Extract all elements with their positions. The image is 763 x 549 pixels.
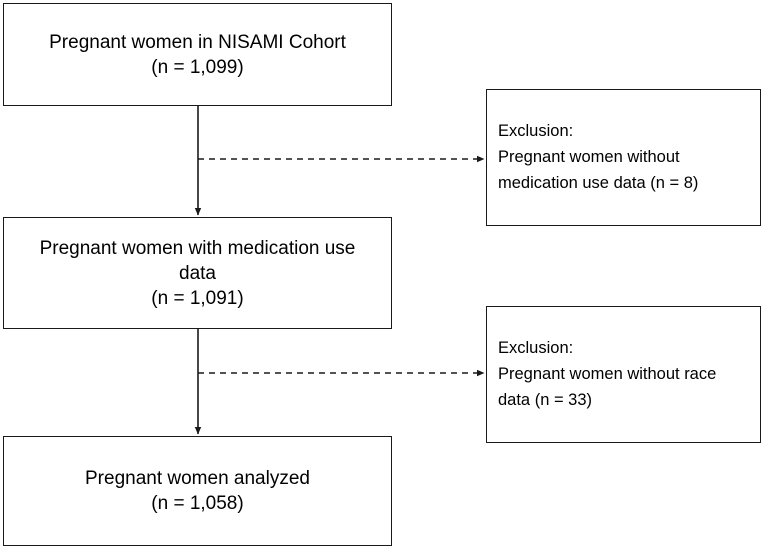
exclusion-box-1: Exclusion: Pregnant women without medica… (486, 89, 761, 226)
exclusion-2-line1: Pregnant women without race (498, 365, 717, 383)
exclusion-1-heading: Exclusion: (498, 122, 574, 140)
analyzed-count: (n = 1,058) (151, 493, 244, 514)
analyzed-title: Pregnant women analyzed (85, 468, 310, 489)
medication-title-line1: Pregnant women with medication use (39, 237, 356, 259)
exclusion-1-line1: Pregnant women without (498, 148, 680, 166)
analyzed-box: Pregnant women analyzed (n = 1,058) (3, 436, 392, 546)
exclusion-2-heading: Exclusion: (498, 339, 574, 357)
medication-count: (n = 1,091) (151, 287, 244, 309)
exclusion-1-line2: medication use data (n = 8) (498, 174, 699, 192)
medication-title-line2: data (179, 262, 216, 284)
medication-box: Pregnant women with medication use data … (3, 217, 392, 329)
cohort-box: Pregnant women in NISAMI Cohort (n = 1,0… (3, 3, 392, 106)
cohort-title: Pregnant women in NISAMI Cohort (49, 31, 346, 53)
exclusion-box-2: Exclusion: Pregnant women without race d… (486, 306, 761, 443)
cohort-count: (n = 1,099) (151, 56, 244, 78)
exclusion-2-line2: data (n = 33) (498, 391, 593, 409)
